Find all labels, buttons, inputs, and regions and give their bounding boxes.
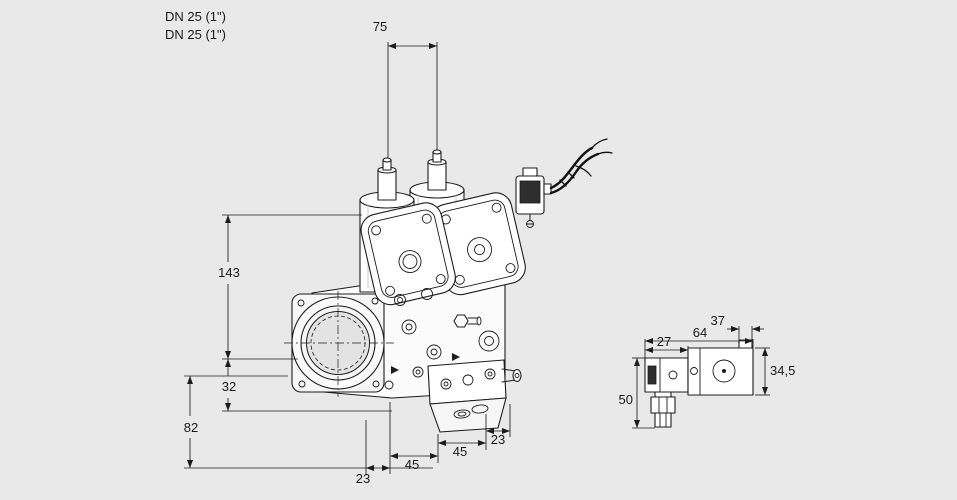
side-view-solenoid-valve: 27 64 37 34,5: [619, 313, 795, 429]
dim-34-5-label: 34,5: [770, 363, 795, 378]
dn-size-label-2: DN 25 (1"): [165, 27, 226, 42]
cable-with-plug: [515, 138, 613, 228]
body-fittings: [384, 288, 500, 390]
dim-37-label: 37: [711, 313, 725, 328]
dim-45-right-label: 45: [453, 444, 467, 459]
flow-arrow-right: [452, 353, 460, 361]
dim-bottom-chain: 23 45 45 23: [356, 402, 511, 486]
dn-size-label-1: DN 25 (1"): [165, 9, 226, 24]
dim-64: 64: [644, 325, 754, 348]
dim-23-right-label: 23: [491, 432, 505, 447]
dim-75-label: 75: [373, 19, 387, 34]
main-valve-view: [284, 138, 613, 433]
dim-23-left-label: 23: [356, 471, 370, 486]
inlet-flange: [284, 291, 394, 397]
side-view-body: [687, 339, 754, 396]
dim-50: 50: [619, 357, 655, 429]
side-view-coil: [644, 357, 689, 393]
dim-143-label: 143: [218, 265, 240, 280]
dim-82-label: 82: [184, 420, 198, 435]
side-view-hex-fitting: [650, 391, 676, 428]
actuator-plate-left: [360, 202, 456, 306]
dim-27: 27: [644, 334, 689, 358]
flow-arrow-left: [391, 366, 399, 374]
dim-75: 75: [373, 19, 438, 158]
dim-50-label: 50: [619, 392, 633, 407]
dim-82: 82: [184, 375, 433, 469]
dim-34-5: 34,5: [755, 347, 795, 396]
pressure-test-nipple: [501, 368, 522, 383]
dim-143: 143: [218, 214, 362, 360]
hex-plug: [453, 314, 482, 328]
dim-37: 37: [711, 313, 764, 340]
size-labels: DN 25 (1") DN 25 (1"): [165, 9, 226, 42]
dim-27-label: 27: [657, 334, 671, 349]
dim-64-label: 64: [693, 325, 707, 340]
dim-45-left-label: 45: [405, 457, 419, 472]
bottom-flange-block: [427, 359, 507, 433]
dim-32-label: 32: [222, 379, 236, 394]
dim-32: 32: [222, 359, 392, 412]
